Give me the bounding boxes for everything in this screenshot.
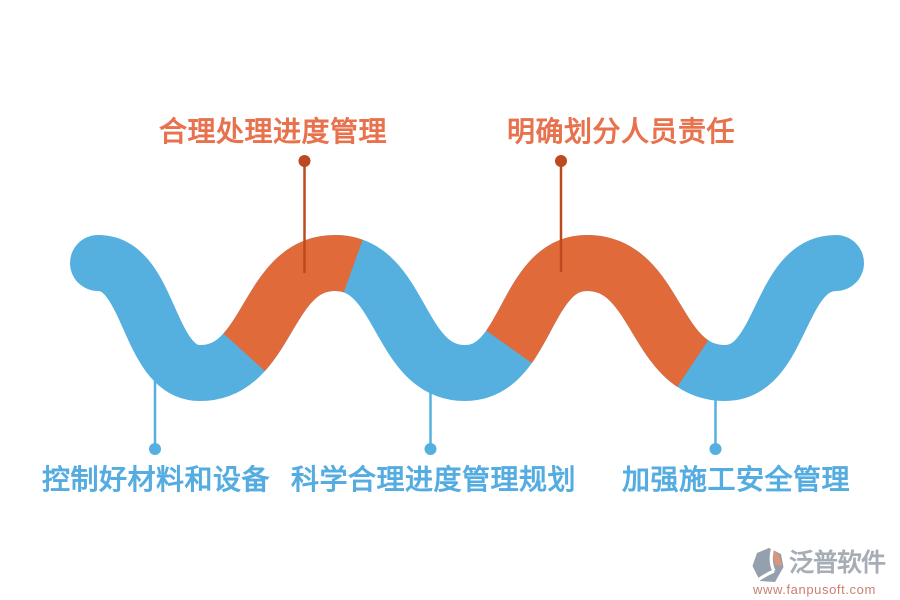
brand-name: 泛普软件: [789, 549, 886, 577]
brand-url: www.fanpusoft.com: [753, 582, 876, 597]
top-label-1: 合理处理进度管理: [159, 116, 388, 147]
bottom-leader-dot-1: [149, 443, 161, 455]
top-leader-dot-2: [555, 155, 567, 167]
bottom-label-3: 加强施工安全管理: [622, 464, 851, 495]
fanpu-logo-icon: [752, 548, 784, 582]
bottom-label-1: 控制好材料和设备: [42, 464, 271, 495]
top-leader-dot-1: [298, 155, 311, 167]
top-label-2: 明确划分人员责任: [507, 116, 736, 147]
bottom-leader-dot-2: [424, 443, 437, 455]
bottom-leader-dot-3: [709, 443, 722, 455]
brand-watermark: 泛普软件 www.fanpusoft.com: [750, 546, 900, 597]
bottom-label-2: 科学合理进度管理规划: [291, 464, 577, 495]
wave-ribbon-blue: [70, 234, 864, 402]
